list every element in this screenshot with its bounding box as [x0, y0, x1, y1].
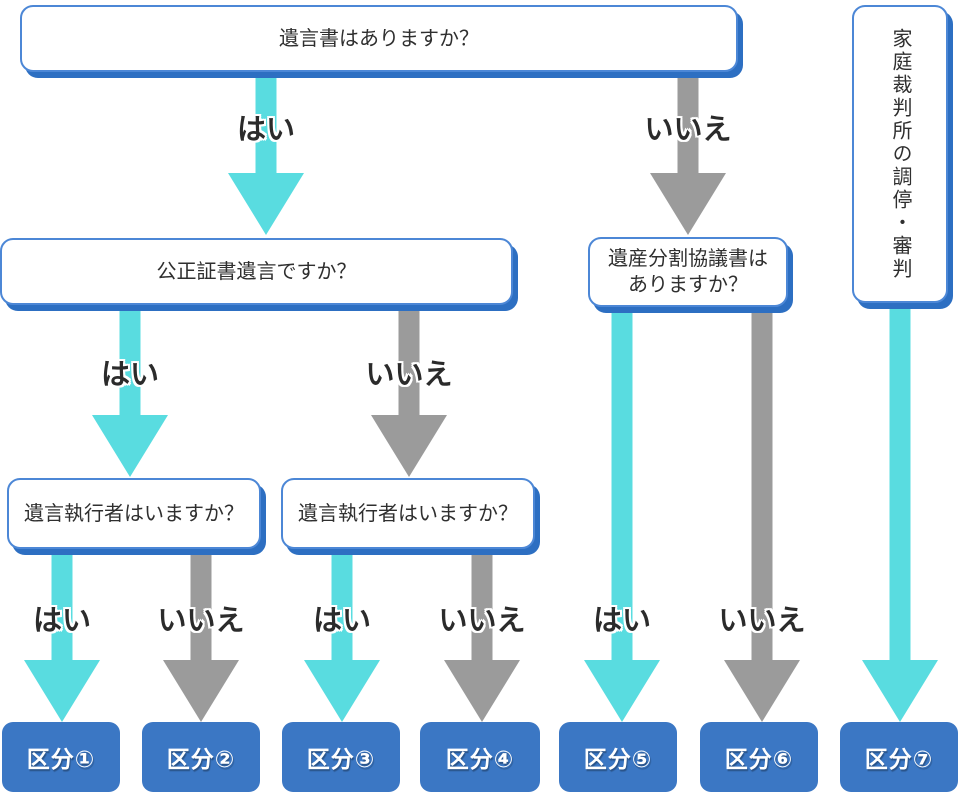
question-box-executor-right: 遺言執行者はいますか？: [281, 478, 535, 549]
result-box-6: 区分⑥: [700, 722, 818, 792]
question-text: 家庭裁判所の調停・審判: [889, 27, 911, 281]
no-arrow-q3-result6: いいえ: [718, 306, 806, 722]
answer-label: いいえ: [438, 605, 526, 637]
answer-label: いいえ: [157, 605, 245, 637]
answer-label: いいえ: [718, 605, 806, 637]
question-text: 公正証書遺言ですか？: [156, 260, 357, 283]
no-arrow-q1-q3: いいえ: [644, 76, 732, 235]
no-arrow-q5-result4: いいえ: [438, 549, 526, 722]
result-label: 区分⑥: [724, 746, 794, 772]
answer-label: はい: [592, 605, 652, 637]
arrow-head-icon: [444, 660, 520, 722]
result-label: 区分①: [26, 746, 96, 772]
arrow-shaft: [331, 549, 353, 664]
result-label: 区分③: [306, 746, 376, 772]
yes-arrow-q2-q4: はい: [90, 307, 170, 477]
answer-label: はい: [100, 359, 160, 391]
yes-arrow-q1-q2: はい: [226, 76, 306, 235]
arrow-shaft: [255, 76, 277, 177]
result-box-3: 区分③: [282, 722, 400, 792]
question-text: 遺言執行者はいますか？: [24, 502, 244, 525]
arrow-side-result7: [860, 304, 940, 722]
result-box-5: 区分⑤: [559, 722, 677, 792]
result-label: 区分④: [445, 746, 515, 772]
question-box-executor-left: 遺言執行者はいますか？: [7, 478, 261, 549]
arrow-head-icon: [92, 415, 168, 477]
no-arrow-q2-q5: いいえ: [365, 307, 453, 477]
arrow-shaft: [398, 307, 420, 419]
arrow-shaft: [611, 306, 633, 664]
answer-label: はい: [312, 605, 372, 637]
arrow-head-icon: [304, 660, 380, 722]
arrow-head-icon: [24, 660, 100, 722]
question-text: 遺産分割協議書は ありますか？: [608, 248, 768, 296]
arrow-head-icon: [228, 173, 304, 235]
arrow-head-icon: [371, 415, 447, 477]
arrow-shaft: [471, 549, 493, 664]
arrow-head-icon: [650, 173, 726, 235]
no-arrow-q4-result2: いいえ: [157, 549, 245, 722]
question-box-division-agreement: 遺産分割協議書は ありますか？: [588, 237, 788, 307]
result-label: 区分⑤: [583, 746, 653, 772]
arrow-head-icon: [163, 660, 239, 722]
result-box-1: 区分①: [2, 722, 120, 792]
answer-label: いいえ: [365, 359, 453, 391]
arrow-shaft: [51, 549, 73, 664]
answer-label: はい: [236, 114, 296, 146]
question-box-notarized-will: 公正証書遺言ですか？: [0, 238, 513, 305]
yes-arrow-q4-result1: はい: [22, 549, 102, 722]
arrow-shaft: [119, 307, 141, 419]
answer-label: はい: [32, 605, 92, 637]
arrow-head-icon: [862, 660, 938, 722]
result-box-7: 区分⑦: [840, 722, 958, 792]
question-box-has-will: 遺言書はありますか？: [20, 5, 738, 72]
arrow-shaft: [190, 549, 212, 664]
arrow-shaft: [677, 76, 699, 177]
result-label: 区分②: [166, 746, 236, 772]
answer-label: いいえ: [644, 114, 732, 146]
result-box-2: 区分②: [142, 722, 260, 792]
result-label: 区分⑦: [864, 746, 934, 772]
box-family-court: 家庭裁判所の調停・審判: [852, 5, 948, 303]
arrow-shaft: [751, 306, 773, 664]
question-text: 遺言執行者はいますか？: [298, 502, 518, 525]
arrow-shaft: [889, 304, 911, 664]
question-text: 遺言書はありますか？: [279, 27, 479, 50]
arrow-head-icon: [584, 660, 660, 722]
arrow-head-icon: [724, 660, 800, 722]
yes-arrow-q3-result5: はい: [582, 306, 662, 722]
yes-arrow-q5-result3: はい: [302, 549, 382, 722]
result-box-4: 区分④: [420, 722, 540, 792]
